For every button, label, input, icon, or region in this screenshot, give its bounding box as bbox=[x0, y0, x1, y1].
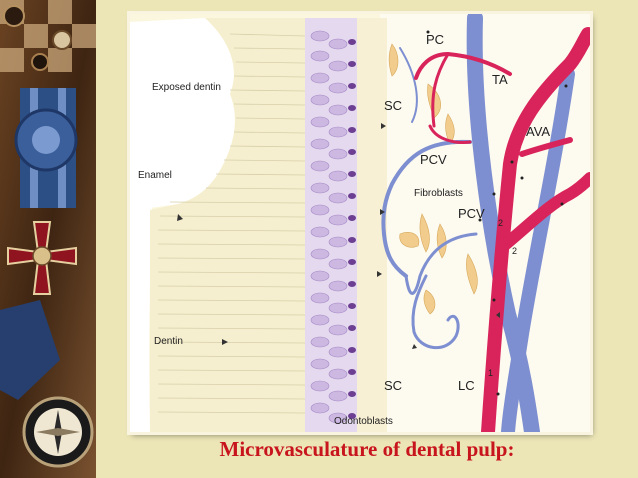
decorative-side-strip bbox=[0, 0, 96, 478]
arterial-vessels bbox=[414, 27, 590, 432]
label-dentin: Dentin bbox=[154, 336, 183, 347]
label-pc: PC bbox=[426, 32, 444, 47]
slide-caption: Microvasculature of dental pulp: bbox=[219, 437, 515, 461]
label-pcv-mid: PCV bbox=[458, 206, 485, 221]
diagram-frame: PC TA AVA SC PCV Fibroblasts PCV SC LC O… bbox=[130, 14, 590, 432]
label-ta: TA bbox=[492, 72, 508, 87]
label-lc: LC bbox=[458, 378, 475, 393]
enamel-area bbox=[130, 208, 152, 432]
label-odontoblasts: Odontoblasts bbox=[334, 416, 393, 427]
pulp-microvasculature-diagram: PC TA AVA SC PCV Fibroblasts PCV SC LC O… bbox=[130, 14, 590, 432]
label-pcv-top: PCV bbox=[420, 152, 447, 167]
fibroblast-cells bbox=[388, 43, 478, 315]
label-sc-bottom: SC bbox=[384, 378, 402, 393]
dot-markers bbox=[426, 30, 568, 396]
label-enamel: Enamel bbox=[138, 170, 172, 181]
label-number-1: 1 bbox=[488, 368, 493, 378]
label-exposed-dentin: Exposed dentin bbox=[152, 82, 221, 93]
flow-arrows bbox=[177, 123, 500, 349]
label-number-2b: 2 bbox=[512, 246, 517, 256]
label-sc-top: SC bbox=[384, 98, 402, 113]
medal-decoration-image bbox=[0, 0, 96, 478]
label-number-2a: 2 bbox=[498, 218, 503, 228]
label-ava: AVA bbox=[526, 124, 550, 139]
odontoblast-cells bbox=[310, 30, 356, 424]
label-fibroblasts: Fibroblasts bbox=[414, 188, 463, 199]
dentinal-tubules bbox=[157, 33, 306, 414]
exposed-dentin-area bbox=[130, 18, 235, 208]
